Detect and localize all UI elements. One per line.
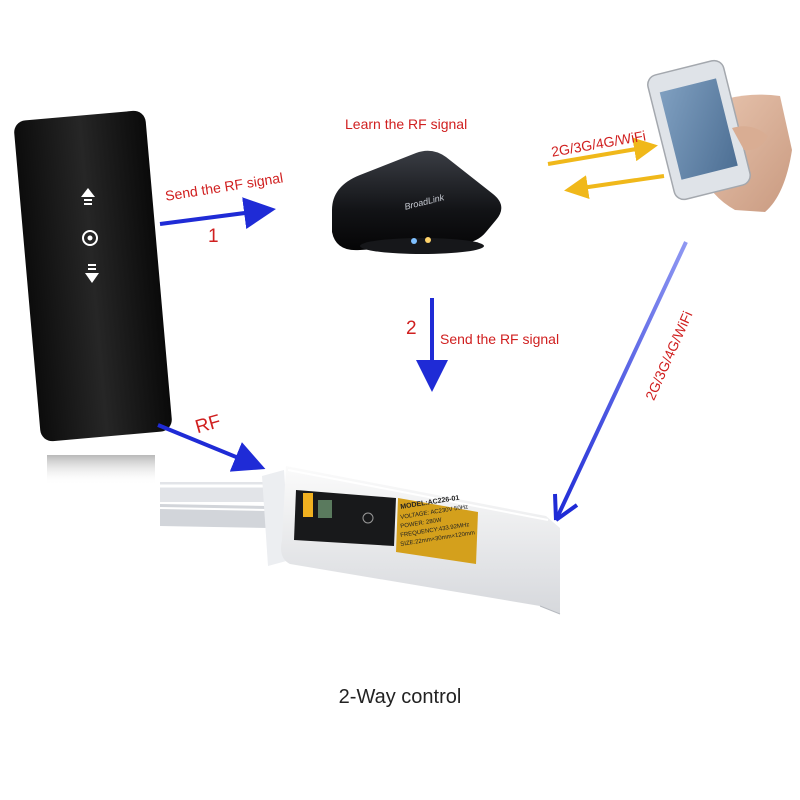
broadlink-hub	[332, 150, 502, 254]
up-arrow-icon	[81, 188, 95, 205]
rf-receiver-module	[159, 466, 561, 615]
arrow-remote-to-hub	[159, 197, 276, 229]
diagram-caption: 2-Way control	[338, 686, 462, 708]
label-learn-rf: Learn the RF signal	[345, 116, 468, 132]
label-step-2: 2	[406, 318, 417, 339]
smartphone-in-hand	[647, 59, 792, 212]
arrow-remote-to-receiver	[157, 423, 266, 472]
down-arrow-icon	[85, 264, 99, 283]
arrow-hub-to-phone	[547, 137, 658, 166]
arrow-phone-to-receiver-line	[554, 241, 688, 521]
label-send-rf-2: Send the RF signal	[440, 331, 560, 347]
stop-button-icon	[82, 230, 98, 246]
label-step-1: 1	[208, 226, 219, 247]
arrow-phone-to-receiver-head	[553, 493, 579, 522]
rf-remote-control	[14, 110, 172, 485]
arrow-phone-to-hub	[564, 174, 665, 199]
